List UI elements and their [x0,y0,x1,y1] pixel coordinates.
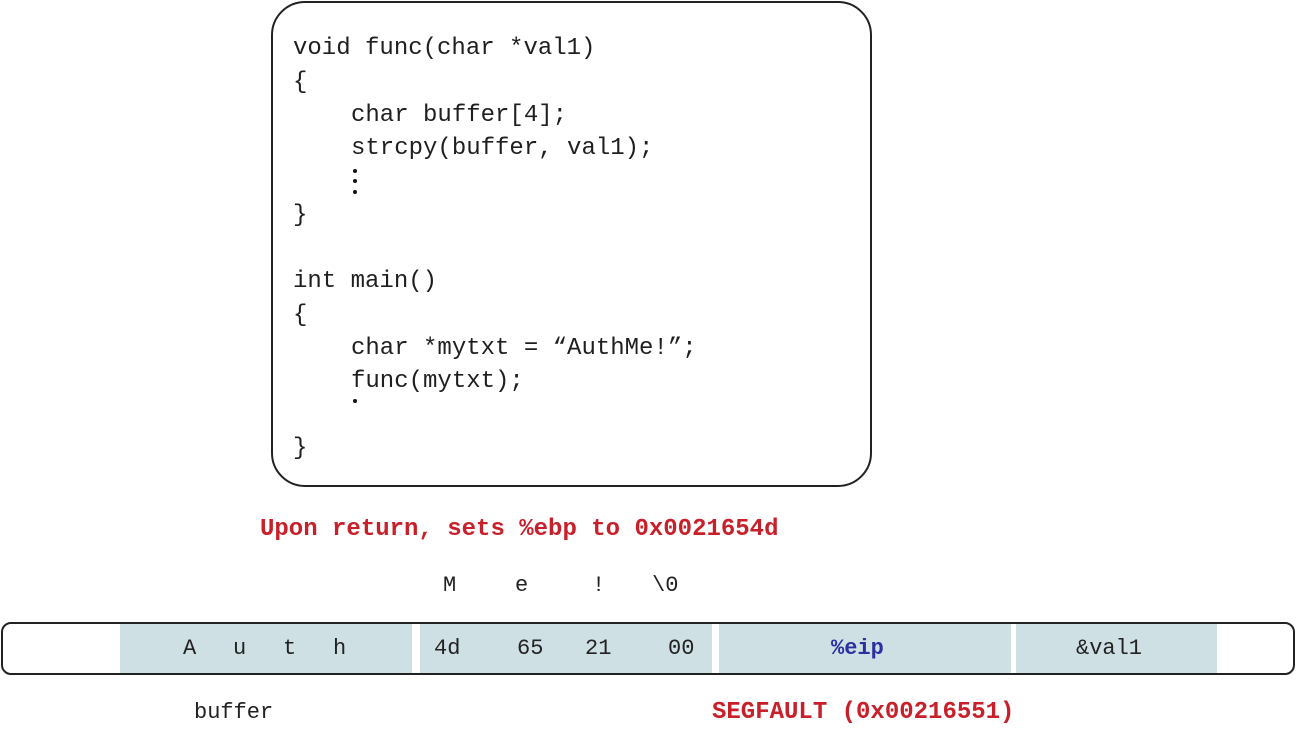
segfault-note: SEGFAULT (0x00216551) [712,699,1015,726]
code-line-close-brace: } [293,202,308,229]
eip-label: %eip [831,636,884,661]
ebp-byte-00: 00 [668,636,695,661]
code-line-main-close-brace: } [293,435,308,462]
buffer-char-h: h [333,636,347,661]
buffer-char-u: u [233,636,247,661]
overflow-char-m: M [443,573,457,598]
code-line-open-brace: { [293,69,308,96]
buffer-label: buffer [194,700,274,725]
val1-cell: &val1 [1016,624,1217,673]
val1-label: &val1 [1076,636,1143,661]
stack-frame: A u t h 4d 65 21 00 %eip &val1 [1,622,1295,675]
buffer-cell: A u t h [120,624,412,673]
code-line-strcpy: strcpy(buffer, val1); [351,135,654,162]
ebp-overwrite-note: Upon return, sets %ebp to 0x0021654d [260,516,779,543]
overflow-char-null: \0 [652,573,679,598]
overflow-char-bang: ! [592,573,606,598]
code-line-main-open-brace: { [293,302,308,329]
overflow-char-e: e [515,573,529,598]
ebp-byte-21: 21 [585,636,612,661]
code-line-mytxt-decl: char *mytxt = “AuthMe!”; [351,335,697,362]
ebp-byte-65: 65 [517,636,544,661]
code-line-func-signature: void func(char *val1) [293,35,596,62]
ebp-cell: 4d 65 21 00 [420,624,712,673]
code-listing-box: void func(char *val1) { char buffer[4]; … [271,1,872,487]
ebp-byte-4d: 4d [434,636,461,661]
code-line-func-call: func(mytxt); [351,368,524,395]
buffer-char-a: A [183,636,197,661]
code-line-buffer-decl: char buffer[4]; [351,102,568,129]
buffer-char-t: t [283,636,297,661]
code-line-main-signature: int main() [293,268,438,295]
eip-cell: %eip [719,624,1011,673]
